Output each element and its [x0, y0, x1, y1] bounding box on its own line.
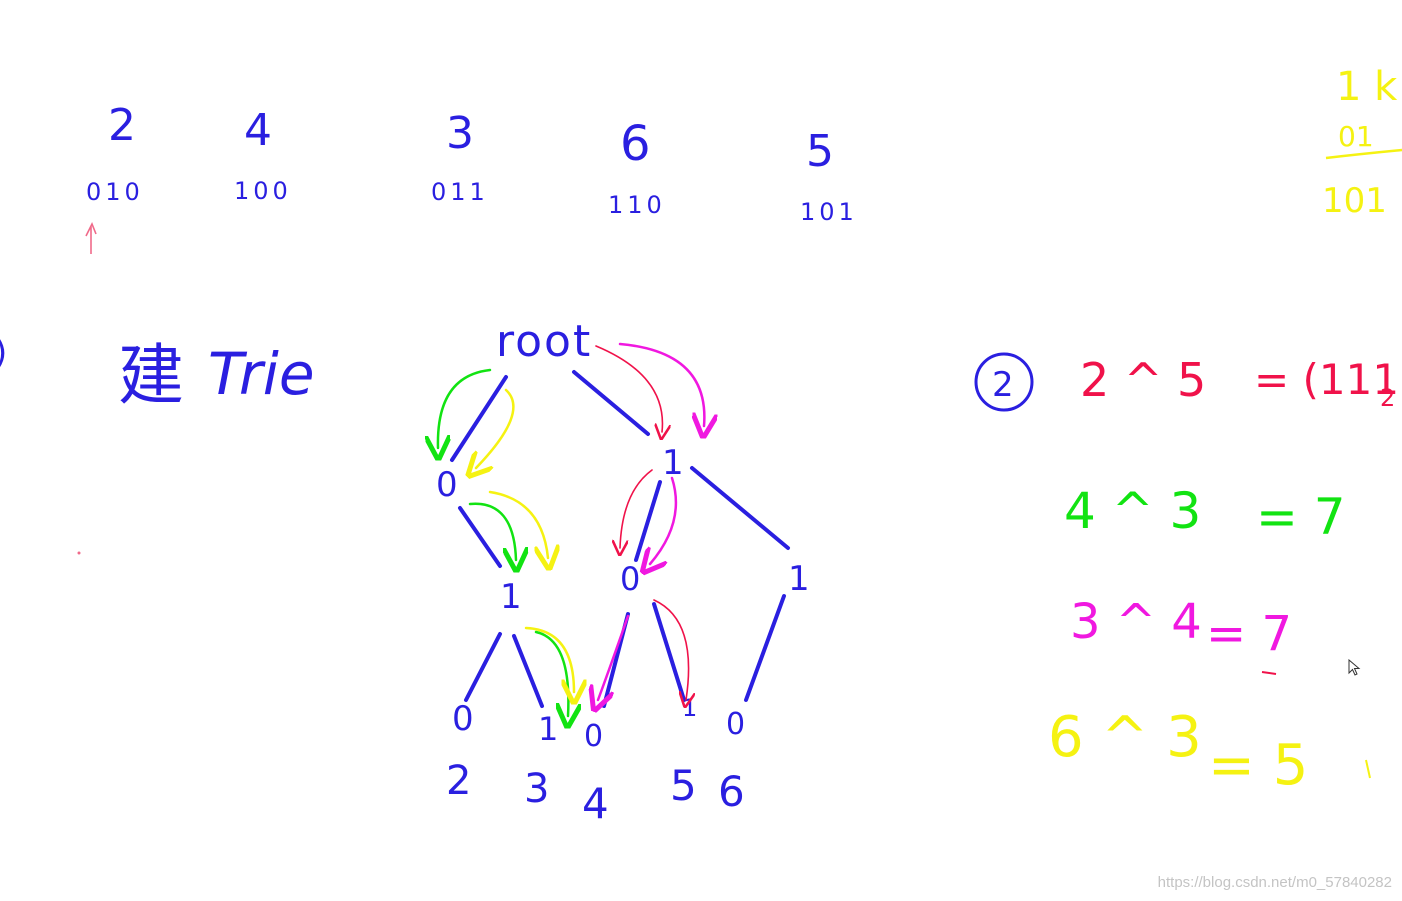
binary-value: 100	[234, 177, 292, 205]
section-marker: 2	[974, 352, 1034, 412]
stray-dot	[77, 551, 81, 555]
equation-lhs: 3 ^ 4	[1070, 594, 1202, 650]
yellow-query-path	[476, 388, 574, 692]
trie-node: 1	[500, 577, 522, 617]
trie-word: Trie	[208, 340, 315, 408]
equation-rhs: = 7	[1206, 606, 1292, 662]
edge-root-1	[572, 370, 650, 436]
corner-note-underline	[1325, 148, 1402, 160]
leaf-value: 2	[446, 758, 471, 804]
stray-mark	[1365, 759, 1371, 779]
number-value: 4	[244, 105, 272, 156]
edge-01-010	[464, 632, 502, 702]
edge-01-011	[512, 634, 544, 708]
number-value: 6	[620, 116, 651, 172]
leaf-value: 4	[582, 779, 609, 828]
edge-root-0	[450, 375, 508, 462]
trie-nodes: root 0 1 1 0 1 0 1 0 1 0	[436, 316, 810, 754]
equation-rhs: = 7	[1256, 488, 1346, 546]
edge-11-110	[744, 594, 786, 702]
trie-node: 1	[788, 559, 810, 599]
edge-10-101	[652, 602, 686, 702]
build-glyph: 建	[118, 337, 184, 414]
number-row: 2 4 3 6 5	[108, 100, 834, 177]
svg-text:2: 2	[992, 365, 1014, 405]
edge-1-11	[690, 466, 790, 550]
build-trie-label: 建 Trie	[118, 337, 315, 414]
equation-rhs: = 5	[1208, 733, 1308, 798]
svg-text:1 k: 1 k	[1336, 64, 1398, 110]
trie-node: 0	[436, 465, 458, 505]
edge-0-01	[458, 506, 502, 568]
trie-node: 1	[662, 443, 684, 483]
binary-value: 101	[800, 198, 858, 226]
equation-lhs: 4 ^ 3	[1064, 482, 1201, 540]
edge-1-10	[634, 480, 662, 562]
margin-mark: )	[0, 333, 7, 373]
equation-lhs: 2 ^ 5	[1080, 353, 1206, 407]
trie-leaf: 0	[584, 719, 603, 754]
watermark: https://blog.csdn.net/m0_57840282	[1157, 874, 1392, 891]
binary-value: 110	[608, 191, 666, 219]
trie-edges	[450, 370, 790, 708]
red-query-path	[595, 345, 689, 700]
binary-value: 010	[86, 178, 144, 206]
svg-text:101: 101	[1322, 181, 1387, 221]
green-query-path	[438, 368, 568, 716]
number-value: 3	[446, 108, 474, 159]
mouse-cursor-icon	[1348, 659, 1361, 676]
svg-text:01: 01	[1338, 120, 1374, 153]
magenta-query-path	[598, 342, 704, 700]
trie-leaf: 1	[538, 710, 558, 748]
stray-mark	[1261, 671, 1277, 675]
trie-leaf: 0	[726, 707, 745, 742]
trie-leaf: 0	[452, 699, 474, 739]
equation-subscript: 2	[1380, 384, 1395, 412]
xor-equations: 2 ^ 5 = (111) 2 4 ^ 3 = 7 3 ^ 4 = 7 6 ^ …	[1048, 353, 1402, 798]
leaf-value: 6	[718, 767, 745, 816]
trie-root: root	[496, 316, 592, 367]
binary-row: 010 100 011 110 101	[86, 177, 858, 226]
trie-node: 0	[620, 560, 640, 598]
leaf-value: 3	[524, 766, 549, 812]
corner-note: 1 k 01 101	[1322, 64, 1398, 221]
equation-lhs: 6 ^ 3	[1048, 705, 1202, 770]
number-value: 2	[108, 100, 136, 151]
number-value: 5	[806, 126, 834, 177]
binary-value: 011	[431, 178, 489, 206]
equation-rhs: = (111)	[1254, 355, 1402, 404]
leaf-value: 5	[670, 761, 697, 810]
leaf-values: 2 3 4 5 6	[446, 758, 745, 828]
pointer-mark	[85, 222, 97, 254]
trie-leaf: 1	[682, 694, 697, 722]
